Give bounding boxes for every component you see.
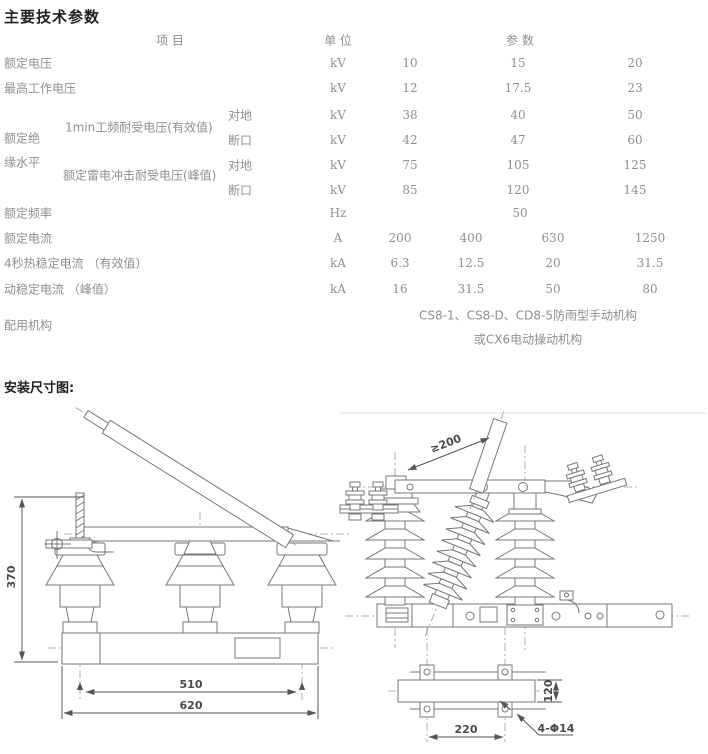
cell-li-ground-v1: 105 — [506, 158, 530, 172]
cell-max-voltage-v1: 17.5 — [504, 81, 532, 95]
right-terminal — [563, 453, 628, 504]
cell-dynamic-current-v1: 31.5 — [457, 282, 485, 296]
cell-thermal-current-v1: 12.5 — [457, 256, 485, 270]
dim-label-120: 120 — [542, 679, 555, 702]
cell-pf-ground-unit: kV — [330, 108, 346, 122]
cell-rated-voltage-unit: kV — [330, 56, 346, 70]
cell-max-voltage-v2: 23 — [627, 81, 643, 95]
cell-li-fracture-v1: 120 — [506, 183, 530, 197]
cell-dynamic-current-v0: 16 — [392, 282, 408, 296]
front-view-diagram: 370 510 620 — [5, 407, 352, 719]
cell-pf-ground-v0: 38 — [402, 108, 418, 122]
row-label-rated-current: 额定电流 — [4, 231, 53, 246]
side-view-diagram: ≥200 — [339, 411, 706, 742]
cell-rated-current-v3: 1250 — [634, 231, 666, 245]
row-label-rated-voltage: 额定电压 — [4, 56, 53, 71]
cell-rated-frequency-unit: Hz — [329, 206, 347, 220]
cell-li-ground-label: 对地 — [227, 158, 253, 173]
cell-pf-fracture-v0: 42 — [402, 133, 418, 147]
cell-rated-voltage-v0: 10 — [402, 56, 418, 70]
cell-li-fracture-label: 断口 — [227, 183, 253, 198]
cell-li-fracture-v0: 85 — [402, 183, 418, 197]
row-label-dynamic-current: 动稳定电流 （峰值） — [4, 282, 116, 297]
cell-pf-fracture-label: 断口 — [227, 133, 253, 148]
cell-dynamic-current-unit: kA — [330, 282, 346, 296]
cell-rated-current-v2: 630 — [541, 231, 565, 245]
cell-thermal-current-unit: kA — [330, 256, 346, 270]
row-label-max-voltage: 最高工作电压 — [4, 81, 77, 96]
page-title: 主要技术参数 — [4, 8, 101, 26]
cell-li-ground-unit: kV — [330, 158, 346, 172]
cell-thermal-current-v3: 31.5 — [636, 256, 664, 270]
cell-li-ground-v2: 125 — [623, 158, 647, 172]
cell-li-ground-v0: 75 — [402, 158, 418, 172]
dim-label-holes: 4-Φ14 — [538, 722, 575, 735]
cell-pf-ground-v2: 50 — [627, 108, 643, 122]
cell-pf-ground-v1: 40 — [510, 108, 526, 122]
col-header-item: 项 目 — [156, 33, 184, 48]
row-label-insulation-2: 缘水平 — [4, 155, 41, 170]
col-header-unit: 单 位 — [324, 33, 352, 48]
dim-label-620: 620 — [180, 699, 203, 712]
installation-drawings: 370 510 620 — [5, 407, 706, 742]
cell-thermal-current-v2: 20 — [545, 256, 561, 270]
sub-label-impulse: 额定雷电冲击耐受电压(峰值) — [63, 168, 217, 183]
cell-pf-fracture-v2: 60 — [627, 133, 643, 147]
dim-label-370: 370 — [5, 565, 18, 588]
sub-label-power-freq: 1min工频耐受电压(有效值) — [65, 120, 213, 135]
cell-mechanism-line1: CS8-1、CS8-D、CD8-5防雨型手动机构 — [418, 308, 638, 323]
right-post-insulator — [495, 509, 555, 606]
cell-pf-fracture-v1: 47 — [510, 133, 526, 147]
col-header-param: 参 数 — [506, 33, 534, 48]
cell-pf-ground-label: 对地 — [227, 108, 253, 123]
cell-rated-current-unit: A — [333, 231, 343, 245]
switch-blade — [75, 407, 297, 549]
cell-li-fracture-v2: 145 — [623, 183, 647, 197]
cell-max-voltage-unit: kV — [330, 81, 346, 95]
row-label-rated-frequency: 额定频率 — [4, 206, 53, 221]
dim-label-510: 510 — [180, 678, 203, 691]
cell-dynamic-current-v2: 50 — [545, 282, 561, 296]
cell-rated-current-v1: 400 — [459, 231, 483, 245]
cell-rated-current-v0: 200 — [388, 231, 412, 245]
install-diagram-title: 安装尺寸图: — [4, 381, 75, 396]
left-post-insulator — [365, 509, 425, 606]
bottom-view-diagram: 120 220 4-Φ14 — [388, 664, 575, 740]
dim-label-clearance: ≥200 — [428, 432, 463, 456]
row-label-insulation-1: 额定绝 — [4, 131, 41, 146]
row-label-mechanism: 配用机构 — [4, 318, 53, 333]
tilted-insulator — [417, 480, 505, 638]
cell-li-fracture-unit: kV — [330, 183, 346, 197]
cell-max-voltage-v0: 12 — [402, 81, 418, 95]
cell-rated-voltage-v2: 20 — [627, 56, 643, 70]
cell-rated-voltage-v1: 15 — [510, 56, 526, 70]
cell-rated-frequency-v0: 50 — [512, 206, 528, 220]
cell-mechanism-line2: 或CX6电动操动机构 — [473, 332, 583, 347]
cell-dynamic-current-v3: 80 — [642, 282, 658, 296]
cell-pf-fracture-unit: kV — [330, 133, 346, 147]
dim-label-220: 220 — [455, 723, 478, 736]
row-label-thermal-current: 4秒热稳定电流 （有效值） — [4, 256, 148, 271]
base-plate — [397, 679, 536, 703]
cell-thermal-current-v0: 6.3 — [390, 256, 410, 270]
